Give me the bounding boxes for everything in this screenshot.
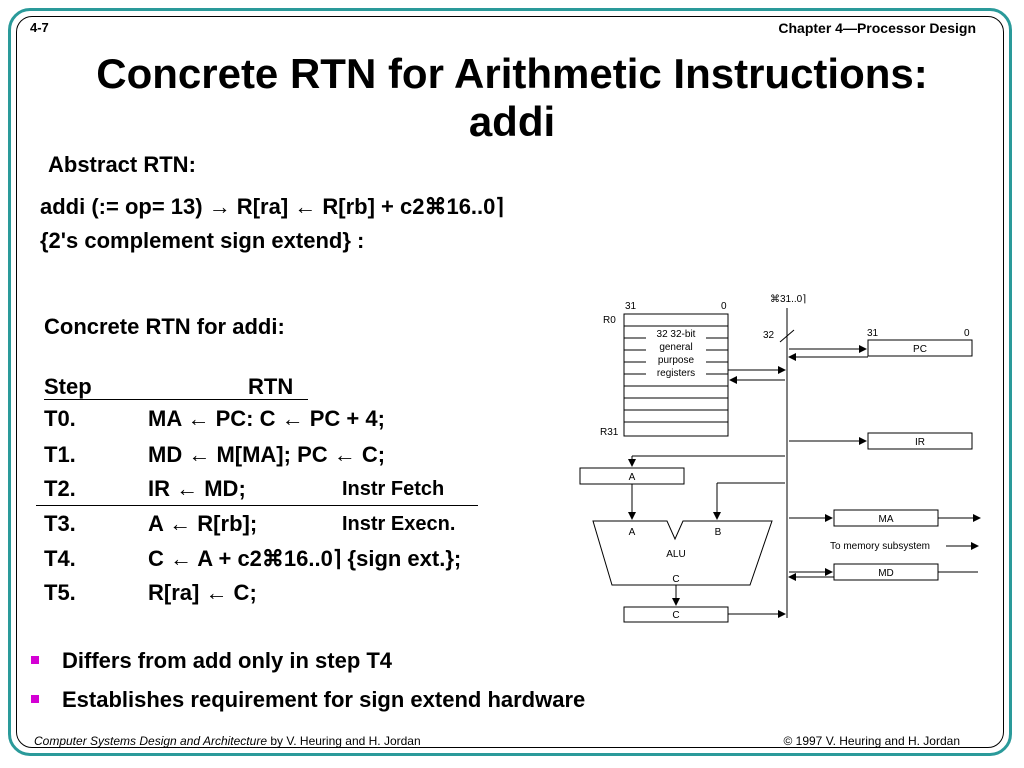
step-label: T0. (44, 406, 76, 431)
bus-range-label: ⌘31..0⌉ (770, 294, 806, 305)
regfile-bit-low: 0 (721, 301, 727, 312)
regfile-r0-label: R0 (603, 315, 616, 326)
header-underline (44, 399, 308, 400)
alu-input-a-label: A (629, 527, 636, 538)
slide-inner-frame (16, 16, 1004, 748)
memory-subsystem-label: To memory subsystem (830, 541, 930, 552)
regfile-desc-line: 32 32-bit (657, 329, 696, 340)
footer-copyright: © 1997 V. Heuring and H. Jordan (783, 734, 960, 748)
a-register-label: A (629, 472, 636, 483)
regfile-desc-line: general (659, 342, 692, 353)
alu-shape (592, 520, 773, 586)
c-register-label: C (672, 610, 679, 621)
slide-number: 4-7 (30, 20, 49, 35)
abstract-rtn-line-1: addi (:= op= 13) → R[ra] ← R[rb] + c2⌘16… (40, 194, 504, 219)
step-rtn: IR ← MD; (148, 476, 246, 501)
step-rtn: R[ra] ← C; (148, 580, 257, 605)
md-label: MD (878, 568, 894, 579)
step-rtn: A ← R[rb]; (148, 511, 258, 536)
step-label: T2. (44, 476, 76, 501)
page-title-line-2: addi (468, 98, 556, 145)
pc-label: PC (913, 344, 927, 355)
regfile-bit-high: 31 (625, 301, 637, 312)
bus-width-slash (779, 329, 795, 343)
chapter-title: Chapter 4—Processor Design (778, 20, 976, 36)
concrete-rtn-label: Concrete RTN for addi: (44, 314, 285, 339)
alu-output-c-label: C (672, 574, 679, 585)
pc-register-box (867, 339, 973, 357)
regfile-r31-label: R31 (600, 427, 619, 438)
bus-width-label: 32 (763, 330, 775, 341)
step-rtn: MA ← PC: C ← PC + 4; (148, 406, 385, 431)
bullet-text: Differs from add only in step T4 (62, 648, 393, 673)
pc-bit-high: 31 (867, 328, 879, 339)
bullet-icon (31, 695, 39, 703)
step-label: T4. (44, 546, 76, 571)
slide-outer-frame (8, 8, 1012, 756)
abstract-rtn-line-2: {2's complement sign extend} : (40, 228, 365, 253)
page-title-line-1: Concrete RTN for Arithmetic Instructions… (96, 50, 928, 97)
regfile-desc-line: purpose (658, 355, 695, 366)
footer-book-credit: Computer Systems Design and Architecture… (34, 734, 421, 748)
bullet-text: Establishes requirement for sign extend … (62, 687, 586, 712)
step-column-header: Step (44, 374, 92, 399)
ma-label: MA (879, 514, 894, 525)
step-label: T5. (44, 580, 76, 605)
step-label: T3. (44, 511, 76, 536)
fetch-separator-line (36, 505, 478, 506)
rtn-column-header: RTN (248, 374, 294, 399)
step-note-instr-execn: Instr Execn. (342, 513, 456, 535)
ir-register-box (867, 432, 973, 450)
abstract-rtn-label: Abstract RTN: (48, 152, 196, 177)
step-label: T1. (44, 442, 76, 467)
footer-book-title: Computer Systems Design and Architecture (34, 734, 267, 748)
step-rtn: C ← A + c2⌘16..0⌉ {sign ext.}; (148, 546, 462, 571)
step-note-instr-fetch: Instr Fetch (342, 478, 445, 500)
register-desc-bg (646, 327, 706, 381)
alu-input-b-label: B (715, 527, 722, 538)
regfile-desc-line: registers (657, 368, 695, 379)
pc-bit-low: 0 (964, 328, 970, 339)
alu-label: ALU (666, 549, 685, 560)
bullet-icon (31, 656, 39, 664)
ir-label: IR (915, 437, 925, 448)
footer-book-authors: by V. Heuring and H. Jordan (267, 734, 421, 748)
step-rtn: MD ← M[MA]; PC ← C; (148, 442, 386, 467)
